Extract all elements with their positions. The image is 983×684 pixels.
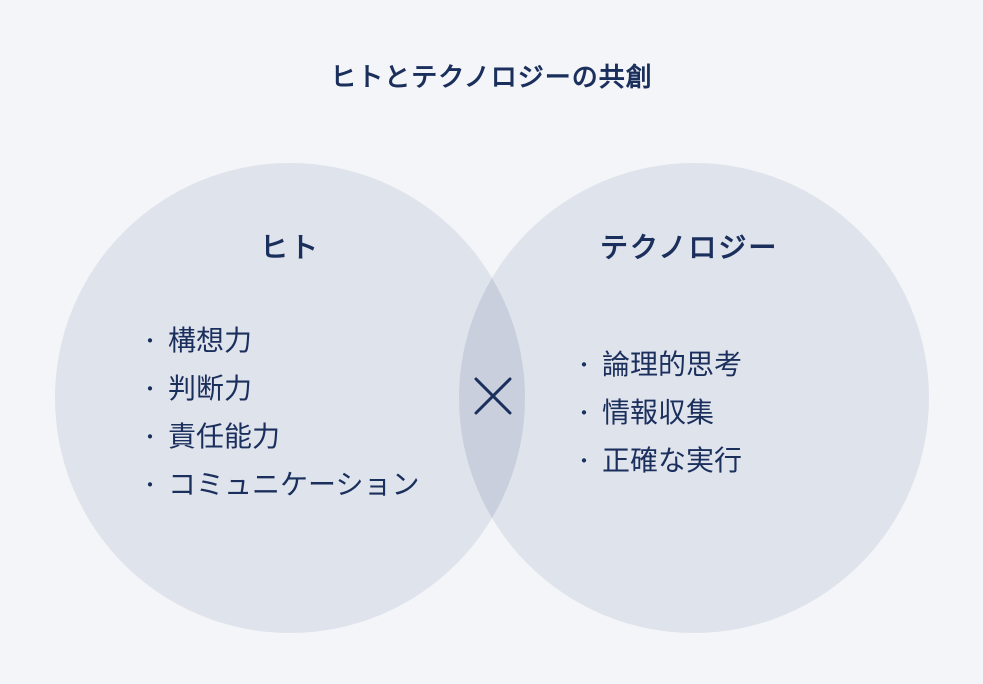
left-circle-heading: ヒト xyxy=(260,231,321,264)
right-list-item-text: 論理的思考 xyxy=(602,348,743,381)
left-list-item: ・責任能力 xyxy=(140,417,419,465)
bullet-icon: ・ xyxy=(140,425,160,449)
left-list-item-text: 構想力 xyxy=(168,324,253,357)
right-list-item: ・正確な実行 xyxy=(574,441,742,489)
left-list-item-text: 判断力 xyxy=(168,372,253,405)
cross-icon xyxy=(474,377,512,415)
bullet-icon: ・ xyxy=(574,449,594,473)
right-list-item: ・論理的思考 xyxy=(574,345,742,393)
right-circle-list: ・論理的思考 ・情報収集 ・正確な実行 xyxy=(574,345,742,489)
bullet-icon: ・ xyxy=(140,329,160,353)
right-circle xyxy=(459,163,929,633)
right-circle-heading: テクノロジー xyxy=(600,231,779,264)
bullet-icon: ・ xyxy=(574,353,594,377)
right-list-item-text: 情報収集 xyxy=(602,396,715,429)
bullet-icon: ・ xyxy=(140,473,160,497)
right-list-item: ・情報収集 xyxy=(574,393,742,441)
page-title: ヒトとテクノロジーの共創 xyxy=(330,63,653,93)
left-list-item: ・構想力 xyxy=(140,321,419,369)
left-circle-list: ・構想力 ・判断力 ・責任能力 ・コミュニケーション xyxy=(140,321,419,513)
right-list-item-text: 正確な実行 xyxy=(602,444,743,477)
left-list-item: ・コミュニケーション xyxy=(140,465,419,513)
left-list-item-text: 責任能力 xyxy=(168,420,281,453)
left-circle xyxy=(55,163,525,633)
bullet-icon: ・ xyxy=(140,377,160,401)
bullet-icon: ・ xyxy=(574,401,594,425)
left-list-item-text: コミュニケーション xyxy=(168,468,420,501)
left-list-item: ・判断力 xyxy=(140,369,419,417)
